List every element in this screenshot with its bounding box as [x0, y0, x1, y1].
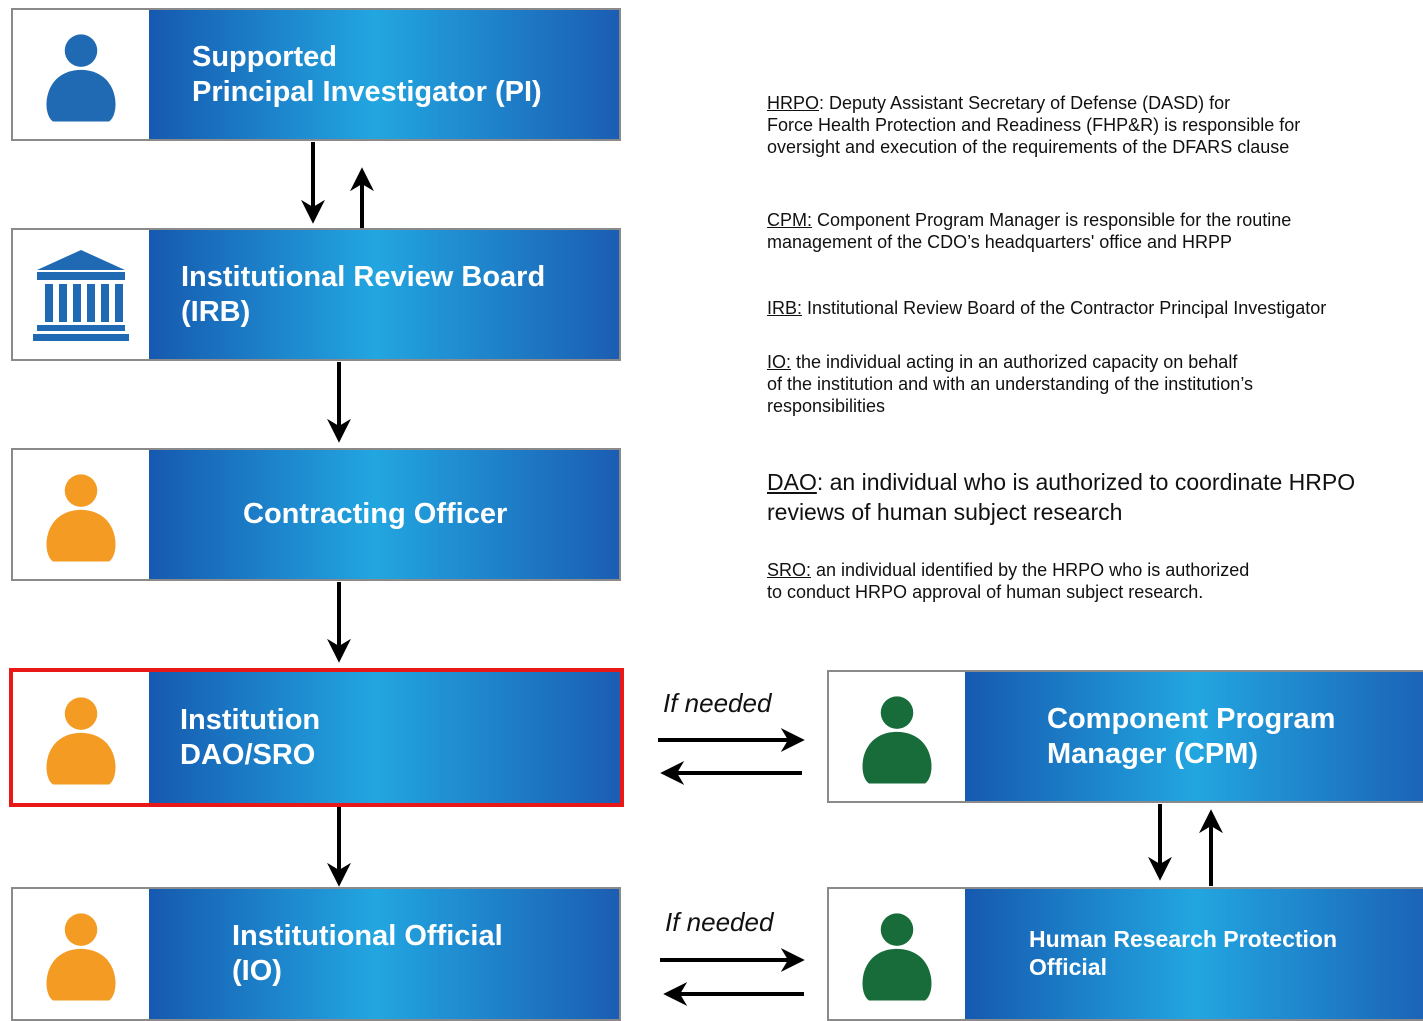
pi-label-line2: Principal Investigator (PI)	[192, 75, 542, 108]
legend-io-abbr: IO:	[767, 352, 792, 372]
legend-sro-abbr: SRO:	[767, 560, 812, 580]
legend-io-line2: of the institution and with an understan…	[767, 374, 1253, 394]
person-icon	[829, 672, 965, 801]
legend-cpm-line2: management of the CDO’s headquarters' of…	[767, 232, 1233, 252]
box-principal-investigator: Supported Principal Investigator (PI)	[11, 8, 621, 141]
legend-io: IO: the individual acting in an authoriz…	[767, 351, 1253, 417]
irb-label-line2: (IRB)	[181, 295, 251, 328]
legend-hrpo-line3: oversight and execution of the requireme…	[767, 137, 1290, 157]
io-label-line1: Institutional Official	[232, 920, 503, 953]
person-icon	[13, 10, 149, 139]
dao-label-line1: Institution	[180, 703, 321, 736]
legend-dao-line2: reviews of human subject research	[767, 499, 1123, 525]
legend-irb-line1: Institutional Review Board of the Contra…	[802, 298, 1327, 318]
cpm-label-line1: Component Program	[1047, 702, 1336, 735]
io-label-line2: (IO)	[232, 955, 282, 987]
box-component-program-manager: Component Program Manager (CPM)	[827, 670, 1423, 803]
legend-irb-abbr: IRB:	[767, 298, 803, 318]
legend-cpm-line1: Component Program Manager is responsible…	[812, 210, 1292, 230]
legend-irb: IRB: Institutional Review Board of the C…	[767, 297, 1326, 319]
co-label: Contracting Officer	[243, 498, 508, 531]
person-icon	[13, 889, 149, 1019]
person-icon	[829, 889, 965, 1019]
dao-label-line2: DAO/SRO	[180, 738, 316, 771]
legend-hrpo-abbr: HRPO	[767, 93, 820, 113]
legend-dao-line1: : an individual who is authorized to coo…	[816, 469, 1356, 495]
box-institutional-review-board: Institutional Review Board (IRB)	[11, 228, 621, 361]
box-institutional-official: Institutional Official (IO)	[11, 887, 621, 1021]
legend-hrpo-line2: Force Health Protection and Readiness (F…	[767, 115, 1301, 135]
box-human-research-protection-official: Human Research Protection Official	[827, 887, 1423, 1021]
legend-sro: SRO: an individual identified by the HRP…	[767, 559, 1249, 603]
legend-sro-line1: an individual identified by the HRPO who…	[811, 560, 1250, 580]
person-icon	[13, 450, 149, 579]
legend-io-line1: the individual acting in an authorized c…	[791, 352, 1238, 372]
institution-building-icon	[13, 230, 149, 359]
legend-dao-abbr: DAO	[767, 469, 817, 495]
legend-cpm-abbr: CPM:	[767, 210, 812, 230]
legend-hrpo: HRPO: Deputy Assistant Secretary of Defe…	[767, 92, 1300, 158]
cpm-label-line2: Manager (CPM)	[1047, 737, 1259, 770]
hrpo-label-line1: Human Research Protection	[1029, 926, 1338, 953]
if-needed-label-bottom: If needed	[665, 907, 774, 937]
box-contracting-officer: Contracting Officer	[11, 448, 621, 581]
legend-io-line3: responsibilities	[767, 396, 886, 416]
legend-hrpo-line1: : Deputy Assistant Secretary of Defense …	[819, 93, 1231, 113]
person-icon	[13, 672, 149, 803]
legend-cpm: CPM: Component Program Manager is respon…	[767, 209, 1291, 253]
legend-sro-line2: to conduct HRPO approval of human subjec…	[767, 582, 1204, 602]
hrpo-label-line2: Official	[1029, 954, 1107, 980]
if-needed-label-top: If needed	[663, 688, 772, 718]
pi-label-line1: Supported	[192, 40, 337, 73]
irb-label-line1: Institutional Review Board	[181, 260, 546, 293]
box-institution-dao-sro: Institution DAO/SRO	[9, 668, 624, 807]
legend-dao: DAO: an individual who is authorized to …	[767, 467, 1355, 527]
